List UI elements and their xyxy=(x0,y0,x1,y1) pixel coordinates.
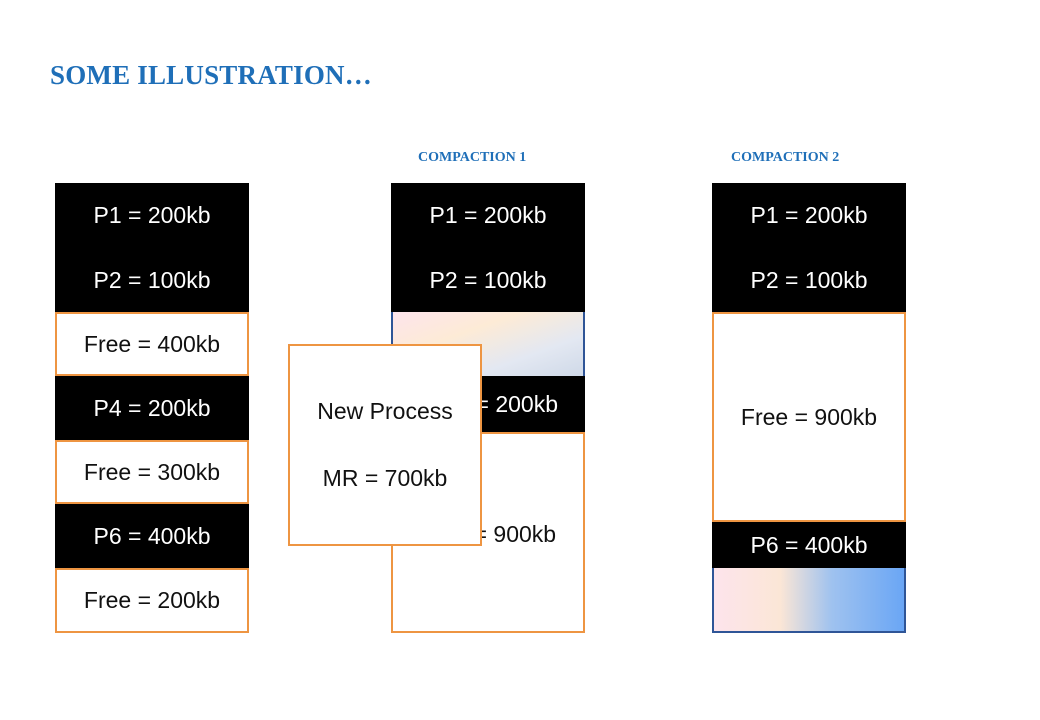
block-free-900: Free = 900kb xyxy=(712,312,906,522)
block-empty-shaded xyxy=(712,568,906,633)
new-process-name: New Process xyxy=(317,398,453,424)
block-free-200: Free = 200kb xyxy=(55,568,249,633)
block-p2: P2 = 100kb xyxy=(712,248,906,312)
slide-title: SOME ILLUSTRATION… xyxy=(50,60,372,90)
new-process-box: New Process MR = 700kb xyxy=(288,344,482,546)
compaction-2-label: COMPACTION 2 xyxy=(731,150,840,165)
block-p1: P1 = 200kb xyxy=(55,183,249,248)
block-p1: P1 = 200kb xyxy=(391,183,585,248)
compaction-1-label: COMPACTION 1 xyxy=(418,150,527,165)
block-free-400: Free = 400kb xyxy=(55,312,249,376)
block-p4: P4 = 200kb xyxy=(55,376,249,440)
new-process-requirement: MR = 700kb xyxy=(322,465,448,491)
block-p2: P2 = 100kb xyxy=(391,248,585,312)
block-p6: P6 = 400kb xyxy=(712,522,906,568)
block-p1: P1 = 200kb xyxy=(712,183,906,248)
block-free-300: Free = 300kb xyxy=(55,440,249,504)
block-p6: P6 = 400kb xyxy=(55,504,249,568)
block-p2: P2 = 100kb xyxy=(55,248,249,312)
